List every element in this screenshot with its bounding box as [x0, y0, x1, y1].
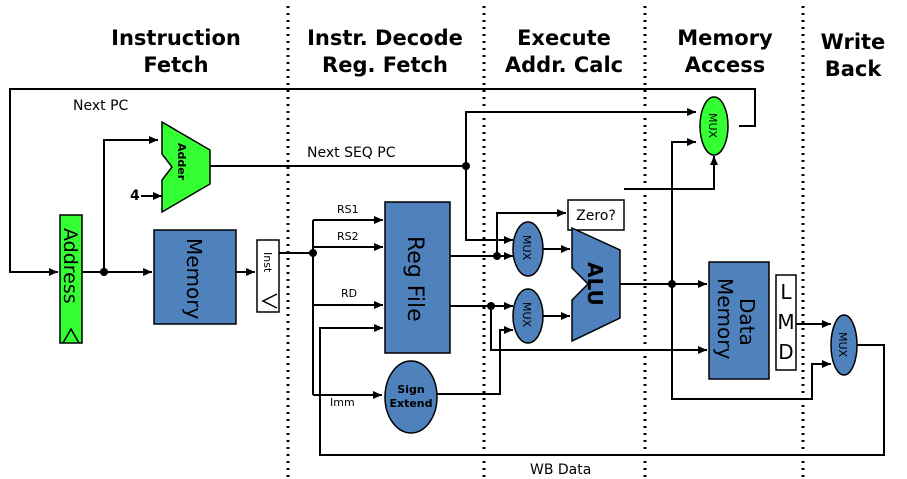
- header-execute-line1: Execute: [517, 26, 611, 50]
- header-writeback-line1: Write: [821, 30, 886, 54]
- data-memory-label: Memory: [713, 278, 737, 360]
- memory-label: Memory: [182, 238, 206, 320]
- address-to-adder-wire: [103, 136, 158, 272]
- alu-bypass-to-wb-mux-wire: [671, 284, 831, 400]
- extend-label: Extend: [389, 397, 432, 410]
- next-seq-pc-label: Next SEQ PC: [307, 145, 396, 161]
- header-decode-line1: Instr. Decode: [307, 26, 463, 50]
- lmd-m-label: M: [777, 310, 794, 334]
- lmd-register: L M D: [775, 274, 797, 371]
- pc-mux: MUX: [699, 96, 729, 156]
- instruction-memory: Memory: [153, 229, 237, 325]
- rd-label: RD: [341, 287, 357, 300]
- mux-label: MUX: [836, 332, 849, 358]
- reg-file-label: Reg File: [402, 236, 427, 322]
- lmd-d-label: D: [778, 340, 793, 364]
- mux-label: MUX: [706, 113, 719, 139]
- zero-to-mem-mux-wire: [624, 156, 718, 190]
- sign-ext-to-mux-wire: [437, 326, 513, 395]
- header-writeback-line2: Back: [825, 57, 883, 81]
- header-execute-line2: Addr. Calc: [505, 53, 623, 77]
- register-file: Reg File: [384, 201, 451, 354]
- junction-dot: [100, 268, 108, 276]
- header-fetch-line2: Fetch: [143, 53, 208, 77]
- alu-mux-bottom: MUX: [512, 288, 544, 344]
- inst-register: Inst: [256, 239, 280, 313]
- lmd-l-label: L: [780, 280, 792, 304]
- wb-data-wire: [319, 324, 885, 456]
- rs2-label: RS2: [337, 230, 359, 243]
- data-memory: Data Memory: [708, 261, 770, 380]
- adder: Adder: [161, 120, 211, 214]
- next-pc-wire: [9, 88, 756, 276]
- alu-label: ALU: [583, 262, 607, 306]
- next-pc-label: Next PC: [73, 98, 129, 114]
- data-label: Data: [735, 298, 759, 346]
- header-memory-line1: Memory: [677, 26, 773, 50]
- wb-mux: MUX: [830, 314, 858, 376]
- constant-four-label: 4: [130, 188, 140, 204]
- wb-data-label: WB Data: [530, 462, 591, 478]
- rs1-label: RS1: [337, 203, 359, 216]
- seq-pc-to-alu-mux-wire: [465, 166, 513, 244]
- header-fetch-line1: Instruction: [111, 26, 241, 50]
- alu: ALU: [571, 226, 621, 343]
- address-register: Address: [59, 214, 83, 344]
- mux-label: MUX: [520, 235, 533, 261]
- address-label: Address: [59, 228, 81, 304]
- sign-label: Sign: [397, 383, 424, 396]
- alu-to-mem-mux-wire: [671, 138, 696, 284]
- reg-a-to-zero-wire: [496, 209, 566, 256]
- inst-label: Inst: [261, 252, 274, 273]
- adder-label: Adder: [175, 143, 188, 181]
- imm-label: Imm: [330, 396, 355, 409]
- alu-mux-top: MUX: [512, 221, 544, 277]
- sign-extend: Sign Extend: [384, 360, 438, 434]
- reg-b-to-dmem-wire: [490, 306, 707, 354]
- zero-detect: Zero?: [567, 199, 625, 231]
- mux-label: MUX: [520, 302, 533, 328]
- seq-pc-to-mem-mux-wire: [465, 108, 696, 166]
- header-memory-line2: Access: [685, 53, 765, 77]
- header-decode-line2: Reg. Fetch: [322, 53, 448, 77]
- zero-label: Zero?: [576, 208, 616, 224]
